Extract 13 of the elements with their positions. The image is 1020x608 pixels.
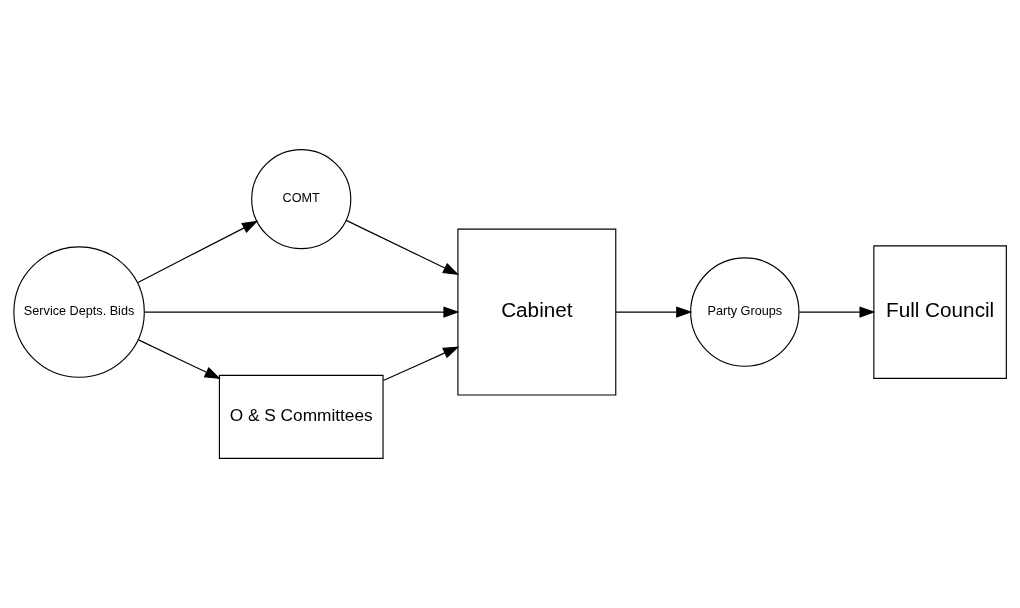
arrow [144, 306, 460, 318]
node-box: O & S Committees [218, 374, 384, 459]
arrow [345, 219, 460, 275]
node-box: Full Council [873, 245, 1007, 379]
node-circle: COMT [251, 149, 352, 250]
arrow [615, 306, 693, 318]
arrow [138, 339, 221, 380]
arrow [382, 346, 460, 382]
arrow [798, 306, 876, 318]
node-circle: Party Groups [690, 257, 800, 367]
node-box: Cabinet [457, 228, 617, 396]
arrow [137, 220, 259, 283]
node-circle: Service Depts. Bids [13, 246, 145, 378]
